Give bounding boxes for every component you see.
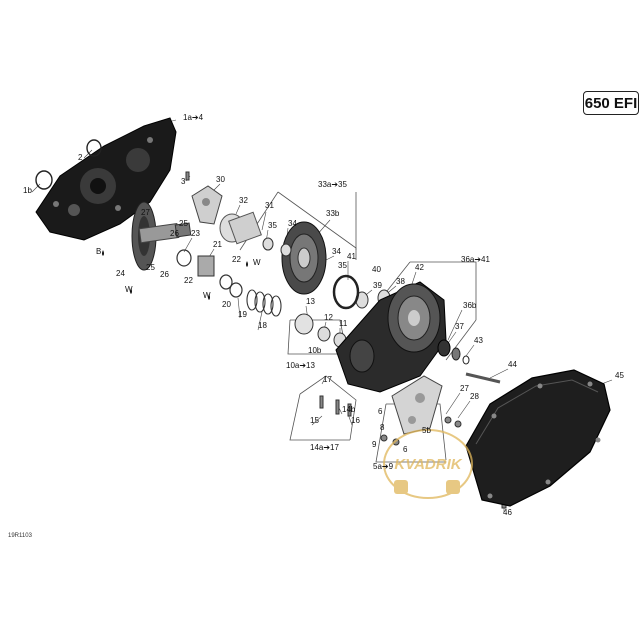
long-bolt-44	[465, 372, 501, 384]
callout-3: 3	[181, 177, 186, 186]
callout-42: 42	[415, 263, 424, 272]
callout-19: 19	[238, 310, 247, 319]
callout-40: 40	[372, 265, 381, 274]
small-hardware	[185, 171, 507, 509]
callout-6b: 6	[403, 445, 408, 454]
callout-38: 38	[396, 277, 405, 286]
callout-25b: 25	[146, 263, 155, 272]
callout-13: 13	[306, 297, 315, 306]
callout-33a-35: 33a➔35	[318, 180, 348, 189]
output-shaft-parts	[437, 339, 470, 365]
callout-21: 21	[213, 240, 222, 249]
callout-24: 24	[116, 269, 125, 278]
callout-14b: 14b	[342, 405, 356, 414]
callout-16: 16	[351, 416, 360, 425]
callout-w3: W	[203, 291, 211, 300]
left-crankcase-cover	[35, 117, 177, 241]
callout-26b: 26	[160, 270, 169, 279]
callout-25a: 25	[179, 219, 188, 228]
callout-43: 43	[474, 336, 483, 345]
callout-39: 39	[373, 281, 382, 290]
callout-1b: 1b	[23, 186, 32, 195]
callout-9: 9	[372, 440, 377, 449]
callout-17: 17	[323, 375, 332, 384]
spring-18	[246, 289, 282, 317]
callout-20: 20	[222, 300, 231, 309]
callout-31: 31	[265, 201, 274, 210]
watermark-logo: KVADRIK	[383, 429, 473, 499]
callout-28: 28	[470, 392, 479, 401]
callout-w2: W	[125, 285, 133, 294]
bracket-assembly-5	[391, 375, 443, 435]
mounting-bracket-30	[191, 185, 223, 225]
callout-37: 37	[455, 322, 464, 331]
callout-23: 23	[191, 229, 200, 238]
callout-32: 32	[239, 196, 248, 205]
callout-27r: 27	[460, 384, 469, 393]
callout-35: 35	[268, 221, 277, 230]
callout-10a-13: 10a➔13	[286, 361, 316, 370]
o-ring-2	[86, 139, 102, 157]
callout-10b: 10b	[308, 346, 322, 355]
callout-34b: 34	[332, 247, 341, 256]
callout-22b: 22	[184, 276, 193, 285]
drive-pulley-33b	[281, 221, 327, 295]
callout-44: 44	[508, 360, 517, 369]
spiral-helix-32	[219, 211, 262, 245]
callout-36a-41: 36a➔41	[461, 255, 491, 264]
callout-w1: W	[253, 258, 261, 267]
callout-1a-4: 1a➔4	[183, 113, 204, 122]
callout-33b: 33b	[326, 209, 340, 218]
callout-2: 2	[78, 153, 83, 162]
callout-18: 18	[258, 321, 267, 330]
driven-pulley-assembly	[335, 281, 447, 393]
ring-gear-41	[332, 274, 360, 310]
watermark-text: KVADRIK	[394, 456, 462, 473]
callout-46: 46	[503, 508, 512, 517]
callout-5a-9: 5a➔9	[373, 462, 394, 471]
reference-code: 19R1103	[8, 533, 32, 539]
o-ring-1b	[35, 170, 53, 190]
cvt-cover-45	[465, 369, 611, 507]
model-badge: 650 EFI	[583, 91, 639, 115]
callout-27l: 27	[141, 208, 150, 217]
callout-5b: 5b	[422, 426, 431, 435]
callout-b: B	[96, 247, 101, 256]
callout-36b: 36b	[463, 301, 477, 310]
callout-6a: 6	[378, 407, 383, 416]
drive-shaft-assembly	[131, 201, 192, 271]
callout-34a: 34	[288, 219, 297, 228]
lubricant-markers	[102, 250, 248, 300]
callout-22a: 22	[232, 255, 241, 264]
callout-26a: 26	[170, 229, 179, 238]
callout-8: 8	[380, 423, 385, 432]
callout-30: 30	[216, 175, 225, 184]
callout-15: 15	[310, 416, 319, 425]
callout-45: 45	[615, 371, 624, 380]
callout-41: 41	[347, 252, 356, 261]
callout-35b: 35	[338, 261, 347, 270]
callout-14a-17: 14a➔17	[310, 443, 340, 452]
callout-11: 11	[339, 319, 348, 328]
callout-12: 12	[324, 313, 333, 322]
